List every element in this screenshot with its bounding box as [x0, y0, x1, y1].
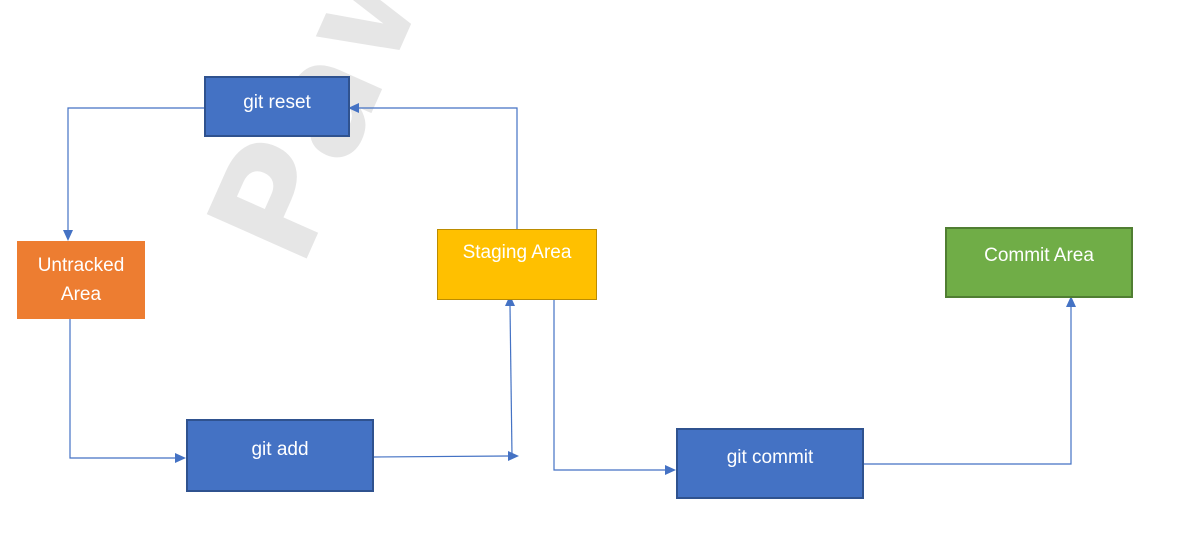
edge-up-to-staging	[509, 305, 513, 457]
edge-untracked-to-git-add	[69, 319, 176, 459]
commit-area-node: Commit Area	[945, 227, 1133, 298]
edge-git-add-to-staging	[373, 455, 509, 458]
git-reset-node: git reset	[204, 76, 350, 137]
git-add-label: git add	[251, 439, 309, 460]
arrowhead-git-reset	[348, 103, 359, 113]
untracked-area-node: Untracked Area	[17, 241, 145, 319]
edge-git-reset-to-untracked	[67, 107, 204, 231]
git-commit-label: git commit	[726, 447, 814, 468]
staging-area-label: Staging Area	[462, 242, 572, 263]
arrowhead-untracked	[63, 230, 73, 241]
commit-area-label: Commit Area	[984, 245, 1094, 266]
arrowhead-git-commit	[665, 465, 676, 475]
edge-git-commit-to-commit-area	[864, 307, 1072, 465]
edge-staging-to-git-reset	[358, 107, 518, 229]
git-commit-node: git commit	[676, 428, 864, 499]
edge-staging-to-git-commit	[553, 300, 666, 471]
arrowhead-git-add	[175, 453, 186, 463]
arrowhead-git-add-out	[508, 451, 519, 461]
git-reset-label: git reset	[243, 92, 311, 113]
arrowhead-commit-area	[1066, 296, 1076, 307]
git-add-node: git add	[186, 419, 374, 492]
arrowhead-staging	[505, 295, 515, 306]
staging-area-node: Staging Area	[437, 229, 597, 300]
untracked-area-label: Untracked Area	[37, 255, 125, 305]
